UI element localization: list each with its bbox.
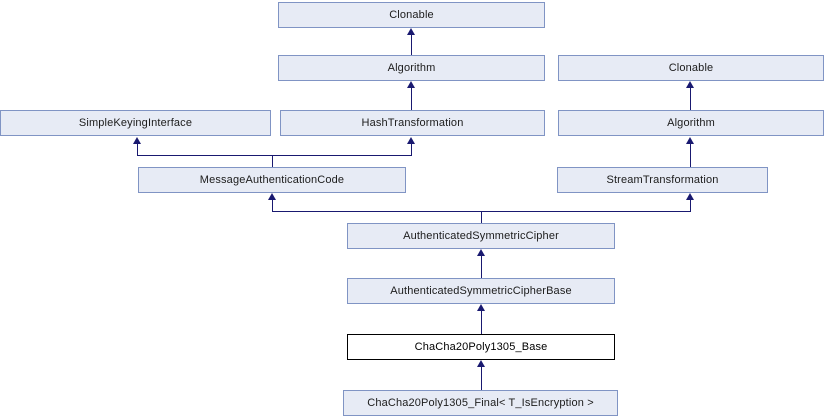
class-node-label: MessageAuthenticationCode [199,173,345,186]
class-node-label: Clonable [389,8,434,21]
edge-mac-bracket-horizontal [137,155,412,156]
class-node-label: HashTransformation [361,116,464,129]
class-node-algorithm-right[interactable]: Algorithm [558,110,824,136]
edge-algorithm-right-to-clonable-right [690,88,691,110]
class-node-label: StreamTransformation [606,173,719,186]
class-node-chacha20poly1305-final[interactable]: ChaCha20Poly1305_Final< T_IsEncryption > [343,390,618,416]
edge-chachabase-to-authsymbase [481,311,482,334]
class-node-label: AuthenticatedSymmetricCipher [403,229,559,242]
class-node-streamtransformation[interactable]: StreamTransformation [557,167,768,193]
arrowhead-hashtransformation [407,137,415,144]
arrowhead-chacha20poly1305-base [477,360,485,367]
class-node-clonable-top[interactable]: Clonable [278,2,545,28]
class-node-algorithm[interactable]: Algorithm [278,55,545,81]
class-node-label: Algorithm [667,116,715,129]
edge-authsymcipher-branch-left [272,200,273,212]
class-node-label: ChaCha20Poly1305_Base [414,340,548,353]
class-node-label: AuthenticatedSymmetricCipherBase [390,284,572,297]
edge-authsymcipher-stem [481,211,482,223]
class-node-messageauthenticationcode[interactable]: MessageAuthenticationCode [138,167,406,193]
class-node-label: Clonable [668,61,714,74]
edge-authsymcipher-branch-right [690,200,691,212]
arrowhead-authenticatedsymmetriccipherbase [477,304,485,311]
arrowhead-algorithm-mid [407,81,415,88]
edge-authsymcipher-bracket-horizontal [272,211,691,212]
edge-mac-stem [272,155,273,167]
edge-mac-branch-left [137,144,138,156]
class-node-label: SimpleKeyingInterface [78,116,193,129]
class-node-chacha20poly1305-base[interactable]: ChaCha20Poly1305_Base [347,334,615,360]
arrowhead-simplekeyinginterface [133,137,141,144]
class-node-authenticatedsymmetriccipherbase[interactable]: AuthenticatedSymmetricCipherBase [347,278,615,304]
arrowhead-streamtransformation [686,193,694,200]
arrowhead-clonable-top [407,28,415,35]
class-node-label: Algorithm [387,61,436,74]
edge-algorithm-to-clonable-top [411,35,412,55]
edge-chachafinal-to-chachabase [481,367,482,390]
edge-mac-branch-right [411,144,412,156]
edge-streamtransformation-to-algorithm-right [690,144,691,167]
class-node-label: ChaCha20Poly1305_Final< T_IsEncryption > [367,396,594,409]
class-node-simplekeyinginterface[interactable]: SimpleKeyingInterface [0,110,271,136]
arrowhead-authenticatedsymmetriccipher [477,249,485,256]
edge-authsymbase-to-authsymcipher [481,256,482,278]
class-node-authenticatedsymmetriccipher[interactable]: AuthenticatedSymmetricCipher [347,223,615,249]
edge-hashtransformation-to-algorithm [411,88,412,110]
class-node-hashtransformation[interactable]: HashTransformation [280,110,545,136]
arrowhead-messageauthenticationcode [268,193,276,200]
arrowhead-clonable-right [686,81,694,88]
class-node-clonable-right[interactable]: Clonable [558,55,824,81]
arrowhead-algorithm-right [686,137,694,144]
